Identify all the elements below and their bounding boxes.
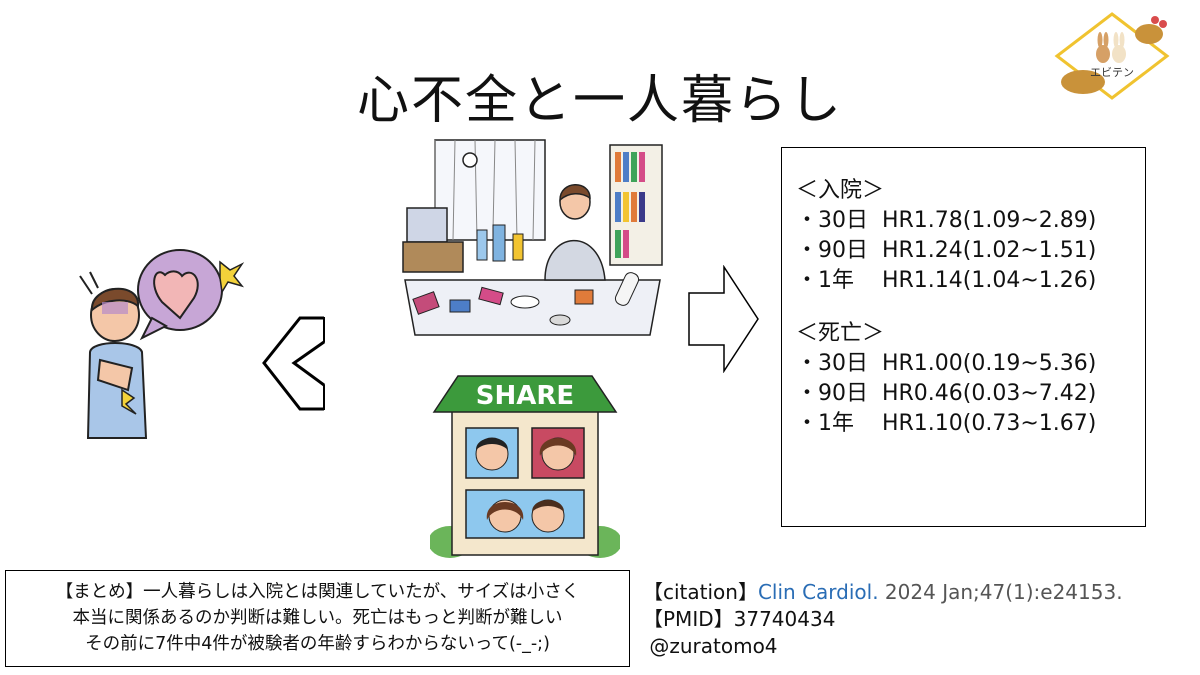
hospitalization-header: ＜入院＞ <box>796 178 885 203</box>
summary-line: 【まとめ】一人暮らしは入院とは関連していたが、サイズは小さく <box>55 582 580 602</box>
death-30d: ・30日 HR1.00(0.19~5.36) <box>796 351 1097 376</box>
hospitalization-30d: ・30日 HR1.78(1.09~2.89) <box>796 208 1097 233</box>
journal-link[interactable]: Clin Cardiol. <box>757 580 879 604</box>
hospitalization-90d: ・90日 HR1.24(1.02~1.51) <box>796 238 1097 263</box>
pmid-value: 37740434 <box>733 607 836 631</box>
summary-box: 【まとめ】一人暮らしは入院とは関連していたが、サイズは小さく 本当に関係あるのか… <box>5 570 630 667</box>
death-90d: ・90日 HR0.46(0.03~7.42) <box>796 381 1097 406</box>
citation-row: 【citation】Clin Cardiol. 2024 Jan;47(1):e… <box>643 579 1123 606</box>
chest-pain-patient-illustration <box>79 249 245 439</box>
hospitalization-1y: ・1年 HR1.14(1.04~1.26) <box>796 268 1097 293</box>
citation-block: 【citation】Clin Cardiol. 2024 Jan;47(1):e… <box>643 579 1123 660</box>
logo-text: エビテン <box>1090 66 1134 79</box>
death-1y: ・1年 HR1.10(0.73~1.67) <box>796 411 1097 436</box>
page-title: 心不全と一人暮らし <box>356 71 843 131</box>
summary-line: 本当に関係あるのか判断は難しい。死亡はもっと判断が難しい <box>72 608 563 628</box>
citation-detail: 2024 Jan;47(1):e24153. <box>878 580 1123 604</box>
author-handle-text: @zuratomo4 <box>649 634 778 658</box>
pmid-label: 【PMID】 <box>643 607 734 631</box>
author-handle: @zuratomo4 <box>643 633 1123 660</box>
messy-room-living-alone-illustration <box>402 139 663 336</box>
double-arrow-icon <box>262 316 325 411</box>
citation-label: 【citation】 <box>643 580 758 604</box>
right-arrow-icon <box>688 265 759 373</box>
hazard-ratio-results-box: ＜入院＞ ・30日 HR1.78(1.09~2.89) ・90日 HR1.24(… <box>781 147 1146 527</box>
share-sign-text: SHARE <box>476 381 574 411</box>
summary-line: その前に7件中4件が被験者の年齢すらわからないって(-_-;) <box>85 634 550 654</box>
pmid-row: 【PMID】37740434 <box>643 606 1123 633</box>
death-header: ＜死亡＞ <box>796 321 885 346</box>
epiten-logo: エビテン <box>1054 12 1170 100</box>
share-house-illustration: SHARE <box>430 375 620 558</box>
